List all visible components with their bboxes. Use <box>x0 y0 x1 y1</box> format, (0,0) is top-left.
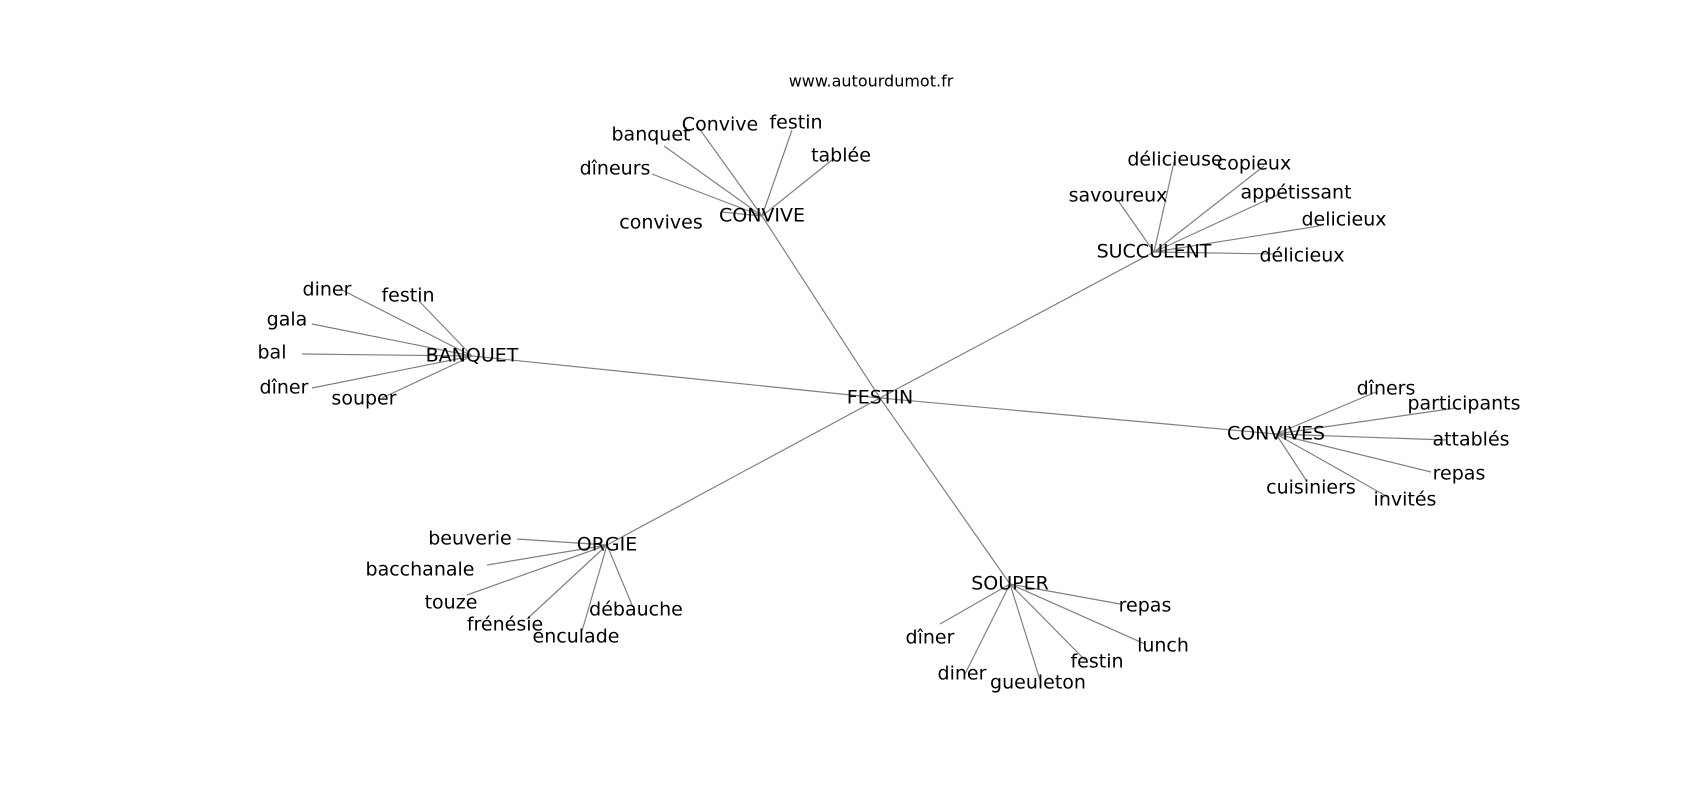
source-label: www.autourdumot.fr <box>789 72 954 91</box>
hub-to-word-edge <box>311 323 473 357</box>
word-node-label: delicieux <box>1301 209 1386 231</box>
hub-node-label: CONVIVE <box>719 205 805 227</box>
hub-to-word-edge <box>1153 161 1175 253</box>
hub-to-word-edge <box>1275 391 1377 435</box>
hub-node-label: ORGIE <box>577 534 638 556</box>
hub-to-word-edge <box>1153 191 1285 253</box>
hub-to-word-edge <box>1009 583 1146 645</box>
hub-to-word-edge <box>1009 583 1041 681</box>
word-node-label: lunch <box>1137 635 1189 657</box>
center-to-hub-edge <box>761 215 881 399</box>
word-node-label: enculade <box>533 626 620 648</box>
center-to-hub-edge <box>606 397 881 546</box>
center-to-hub-edge <box>879 397 1011 585</box>
word-node-label: diner <box>303 279 352 301</box>
word-node-label: dîner <box>906 627 955 649</box>
hub-to-word-edge <box>1009 583 1121 605</box>
word-node-label: diner <box>938 663 987 685</box>
hub-to-word-edge <box>606 544 633 606</box>
hub-to-word-edge <box>695 123 763 217</box>
word-node-label: dîners <box>1357 378 1416 400</box>
word-node-label: délicieuse <box>1127 149 1222 171</box>
word-node-label: gueuleton <box>990 672 1086 694</box>
hub-to-word-edge <box>1153 251 1275 255</box>
center-node-label: FESTIN <box>847 387 913 409</box>
hub-node-label: CONVIVES <box>1227 423 1325 445</box>
hub-to-word-edge <box>1118 201 1155 253</box>
hub-to-word-edge <box>761 159 833 217</box>
word-node-label: gala <box>267 309 308 331</box>
hub-to-word-edge <box>1275 407 1457 435</box>
hub-to-word-edge <box>939 583 1011 625</box>
word-node-label: participants <box>1407 393 1520 415</box>
word-node-label: délicieux <box>1259 245 1344 267</box>
word-node-label: souper <box>331 388 396 410</box>
word-node-label: festin <box>1070 651 1123 673</box>
word-node-label: Convive <box>682 114 758 136</box>
hub-to-word-edge <box>381 355 473 399</box>
hub-to-word-edge <box>418 300 473 357</box>
word-node-label: débauche <box>589 599 683 621</box>
center-to-hub-edge <box>471 355 881 399</box>
word-node-label: convives <box>619 212 702 234</box>
graph-edges <box>301 123 1457 681</box>
center-to-hub-edge <box>879 397 1277 435</box>
word-node-label: festin <box>769 112 822 134</box>
word-node-label: cuisiniers <box>1266 477 1356 499</box>
word-node-label: savoureux <box>1069 185 1168 207</box>
hub-to-word-edge <box>526 544 608 620</box>
hub-to-word-edge <box>721 211 763 217</box>
hub-to-word-edge <box>341 289 473 357</box>
center-to-hub-edge <box>879 251 1155 399</box>
word-node-label: tablée <box>811 145 871 167</box>
hub-to-word-edge <box>301 353 473 357</box>
word-node-label: touze <box>425 592 478 614</box>
word-node-label: dîner <box>260 377 309 399</box>
word-node-label: repas <box>1119 595 1172 617</box>
hub-to-word-edge <box>1275 433 1307 481</box>
hub-to-word-edge <box>663 145 763 217</box>
word-node-label: bacchanale <box>366 559 475 581</box>
hub-node-label: BANQUET <box>426 345 519 367</box>
hub-to-word-edge <box>964 583 1011 675</box>
word-node-label: banquet <box>612 124 691 146</box>
hub-to-word-edge <box>1153 225 1320 253</box>
hub-node-label: SOUPER <box>971 573 1049 595</box>
word-node-label: appétissant <box>1240 182 1351 204</box>
word-node-label: frénésie <box>467 614 543 636</box>
word-node-label: attablés <box>1432 429 1509 451</box>
hub-to-word-edge <box>486 544 608 566</box>
hub-to-word-edge <box>516 538 608 546</box>
word-node-label: festin <box>381 285 434 307</box>
hub-to-word-edge <box>761 129 793 217</box>
word-node-label: copieux <box>1217 153 1291 175</box>
hub-to-word-edge <box>1009 583 1086 661</box>
hub-to-word-edge <box>1275 433 1387 497</box>
hub-to-word-edge <box>1275 433 1432 473</box>
hub-to-word-edge <box>1275 433 1447 441</box>
word-node-label: beuverie <box>428 528 512 550</box>
hub-to-word-edge <box>1153 165 1265 253</box>
word-node-label: dîneurs <box>580 158 651 180</box>
hub-to-word-edge <box>581 544 608 632</box>
hub-to-word-edge <box>466 544 608 596</box>
hub-to-word-edge <box>311 355 473 389</box>
hub-to-word-edge <box>651 173 763 217</box>
hub-node-label: SUCCULENT <box>1097 241 1212 263</box>
word-node-label: invités <box>1374 489 1437 511</box>
word-node-label: bal <box>258 342 287 364</box>
word-node-label: repas <box>1433 463 1486 485</box>
